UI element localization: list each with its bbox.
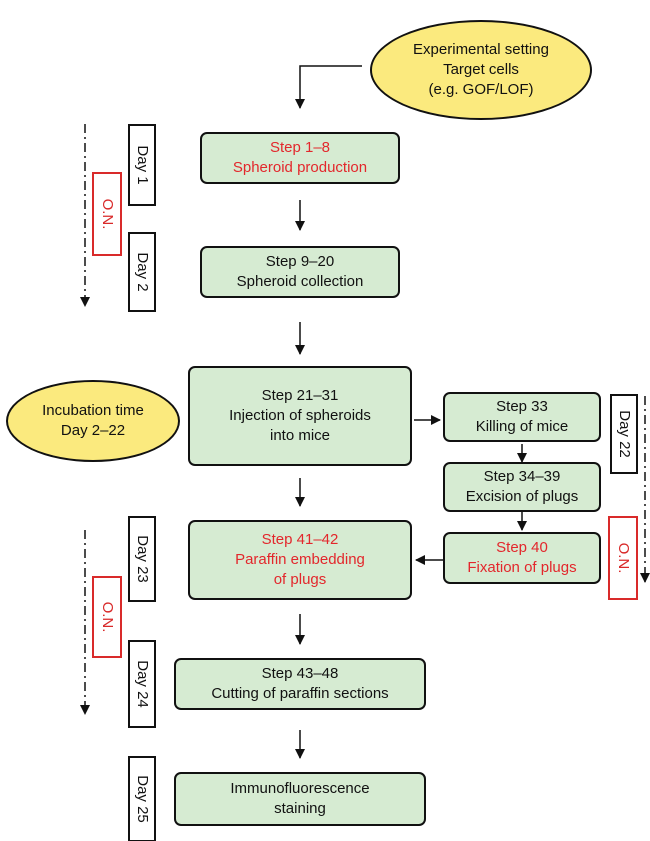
overnight-tag-day-1: O.N. [92, 172, 122, 256]
immunofluorescence-box: Immunofluorescence staining [174, 772, 426, 826]
overnight-label-day-22: O.N. [615, 542, 632, 574]
step-41-42-box: Step 41–42 Paraffin embedding of plugs [188, 520, 412, 600]
day-23-tag: Day 23 [128, 516, 156, 602]
step-1-8-number: Step 1–8 [269, 139, 331, 156]
day-2-tag: Day 2 [128, 232, 156, 312]
step-34-39-title: Excision of plugs [465, 488, 579, 505]
day-2-label: Day 2 [134, 252, 151, 292]
experimental-setting-title: Experimental setting [413, 41, 549, 58]
experimental-setting-ellipse: Experimental setting Target cells (e.g. … [370, 20, 592, 120]
step-34-39-box: Step 34–39 Excision of plugs [443, 462, 601, 512]
step-1-8-box: Step 1–8 Spheroid production [200, 132, 400, 184]
day-24-tag: Day 24 [128, 640, 156, 728]
step-40-box: Step 40 Fixation of plugs [443, 532, 601, 584]
day-24-label: Day 24 [134, 660, 151, 708]
day-22-label: Day 22 [616, 410, 633, 458]
overnight-tag-day-22: O.N. [608, 516, 638, 600]
step-41-42-number: Step 41–42 [261, 531, 339, 548]
day-25-tag: Day 25 [128, 756, 156, 841]
day-22-tag: Day 22 [610, 394, 638, 474]
immunofluorescence-title: Immunofluorescence [230, 780, 370, 797]
arrow-settings-to-step-1 [295, 65, 362, 109]
immunofluorescence-title-cont: staining [274, 800, 326, 817]
step-1-8-title: Spheroid production [232, 159, 368, 176]
incubation-time-ellipse: Incubation time Day 2–22 [6, 380, 180, 462]
step-21-31-title: Injection of spheroids [229, 407, 371, 424]
step-40-title: Fixation of plugs [467, 559, 577, 576]
step-43-48-number: Step 43–48 [261, 665, 339, 682]
experimental-setting-target: Target cells [443, 61, 519, 78]
step-41-42-title-cont: of plugs [273, 571, 327, 588]
step-21-31-number: Step 21–31 [261, 387, 339, 404]
day-1-tag: Day 1 [128, 124, 156, 206]
day-1-label: Day 1 [134, 145, 151, 185]
overnight-label-day-23: O.N. [99, 601, 116, 633]
day-25-label: Day 25 [134, 775, 151, 823]
step-33-box: Step 33 Killing of mice [443, 392, 601, 442]
step-34-39-number: Step 34–39 [483, 468, 561, 485]
overnight-label-day-1: O.N. [99, 198, 116, 230]
step-21-31-box: Step 21–31 Injection of spheroids into m… [188, 366, 412, 466]
incubation-time-range: Day 2–22 [60, 422, 126, 439]
day-23-label: Day 23 [134, 535, 151, 583]
step-9-20-box: Step 9–20 Spheroid collection [200, 246, 400, 298]
experimental-setting-example: (e.g. GOF/LOF) [428, 81, 534, 98]
step-41-42-title: Paraffin embedding [235, 551, 365, 568]
step-21-31-title-cont: into mice [269, 427, 331, 444]
step-40-number: Step 40 [496, 539, 548, 556]
step-33-title: Killing of mice [475, 418, 569, 435]
step-43-48-title: Cutting of paraffin sections [211, 685, 389, 702]
step-9-20-number: Step 9–20 [265, 253, 335, 270]
overnight-tag-day-23: O.N. [92, 576, 122, 658]
incubation-time-label: Incubation time [42, 402, 144, 419]
step-33-number: Step 33 [496, 398, 548, 415]
step-43-48-box: Step 43–48 Cutting of paraffin sections [174, 658, 426, 710]
step-9-20-title: Spheroid collection [236, 273, 364, 290]
